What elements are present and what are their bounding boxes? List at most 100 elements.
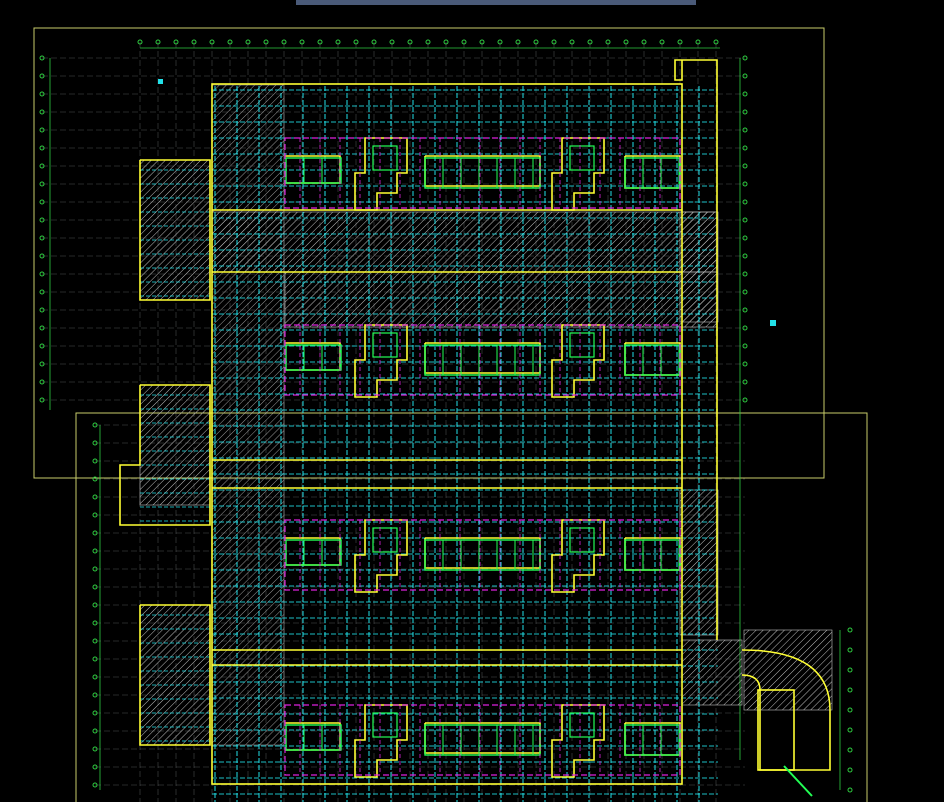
small-circle-icon (389, 39, 395, 45)
unit-wall-outline (285, 537, 341, 566)
small-circle-icon (39, 271, 45, 277)
small-circle-icon (92, 566, 98, 572)
small-circle-icon (137, 39, 143, 45)
small-circle-icon (587, 39, 593, 45)
hatch-west-strip (139, 159, 211, 301)
small-circle-icon (39, 163, 45, 169)
small-circle-icon (742, 181, 748, 187)
stair-core-room (372, 527, 398, 553)
small-circle-icon (847, 647, 853, 653)
small-circle-icon (39, 307, 45, 313)
small-circle-icon (39, 145, 45, 151)
small-circle-icon (479, 39, 485, 45)
hatch-ramp-2 (681, 639, 743, 706)
unit-wall-outline (285, 155, 341, 184)
small-circle-icon (641, 39, 647, 45)
small-circle-icon (92, 584, 98, 590)
small-circle-icon (742, 109, 748, 115)
small-circle-icon (317, 39, 323, 45)
small-circle-icon (245, 39, 251, 45)
small-circle-icon (173, 39, 179, 45)
small-circle-icon (677, 39, 683, 45)
small-circle-icon (92, 422, 98, 428)
small-circle-icon (92, 440, 98, 446)
small-circle-icon (847, 767, 853, 773)
duct-band-outline (284, 704, 681, 776)
stair-core-room (569, 332, 595, 358)
small-circle-icon (92, 602, 98, 608)
small-circle-icon (263, 39, 269, 45)
stair-core-outline (354, 324, 408, 398)
small-circle-icon (515, 39, 521, 45)
small-circle-icon (847, 747, 853, 753)
small-circle-icon (299, 39, 305, 45)
stair-core-room (569, 527, 595, 553)
room-unit (624, 724, 681, 756)
top-scrollbar-tab[interactable] (296, 0, 696, 5)
room-unit (624, 539, 681, 571)
small-circle-icon (847, 627, 853, 633)
small-circle-icon (39, 73, 45, 79)
small-circle-icon (281, 39, 287, 45)
small-circle-icon (39, 379, 45, 385)
small-circle-icon (39, 109, 45, 115)
small-circle-icon (155, 39, 161, 45)
small-circle-icon (742, 199, 748, 205)
small-circle-icon (742, 289, 748, 295)
small-circle-icon (209, 39, 215, 45)
small-circle-icon (335, 39, 341, 45)
small-circle-icon (92, 674, 98, 680)
small-circle-icon (425, 39, 431, 45)
hatch-west-strip-2 (139, 384, 211, 506)
small-circle-icon (39, 343, 45, 349)
small-circle-icon (742, 235, 748, 241)
small-circle-icon (353, 39, 359, 45)
stair-core-outline (354, 519, 408, 593)
small-circle-icon (39, 397, 45, 403)
small-circle-icon (39, 361, 45, 367)
small-circle-icon (39, 235, 45, 241)
magenta-duct-layer (284, 137, 681, 776)
small-circle-icon (92, 494, 98, 500)
duct-band-outline (284, 519, 681, 591)
axis-bubble-layer (39, 39, 853, 793)
small-circle-icon (92, 782, 98, 788)
stair-core-outline (551, 519, 605, 593)
small-circle-icon (695, 39, 701, 45)
small-circle-icon (407, 39, 413, 45)
small-circle-icon (742, 73, 748, 79)
small-circle-icon (847, 787, 853, 793)
east-wall-step (674, 59, 718, 640)
small-circle-icon (742, 361, 748, 367)
small-circle-icon (742, 127, 748, 133)
stair-core-room (569, 145, 595, 171)
room-unit (624, 344, 681, 376)
small-circle-icon (39, 253, 45, 259)
stair-core-outline (354, 704, 408, 778)
west-annex-outline-2 (119, 384, 211, 526)
hatch-west-column (211, 84, 285, 746)
small-circle-icon (623, 39, 629, 45)
small-circle-icon (39, 55, 45, 61)
small-circle-icon (461, 39, 467, 45)
small-circle-icon (92, 620, 98, 626)
duct-band-outline (284, 137, 681, 209)
small-circle-icon (443, 39, 449, 45)
ramp-room (757, 689, 795, 771)
column-marker-group (158, 79, 776, 326)
small-circle-icon (551, 39, 557, 45)
small-circle-icon (92, 764, 98, 770)
sheet-frame-upper (33, 27, 825, 479)
small-circle-icon (39, 181, 45, 187)
small-circle-icon (713, 39, 719, 45)
small-circle-icon (742, 325, 748, 331)
small-circle-icon (569, 39, 575, 45)
cyan-structure-layer (140, 86, 718, 802)
small-circle-icon (227, 39, 233, 45)
stair-core-room (372, 712, 398, 738)
small-circle-icon (39, 199, 45, 205)
room-unit (285, 157, 342, 184)
small-circle-icon (497, 39, 503, 45)
small-circle-icon (847, 707, 853, 713)
